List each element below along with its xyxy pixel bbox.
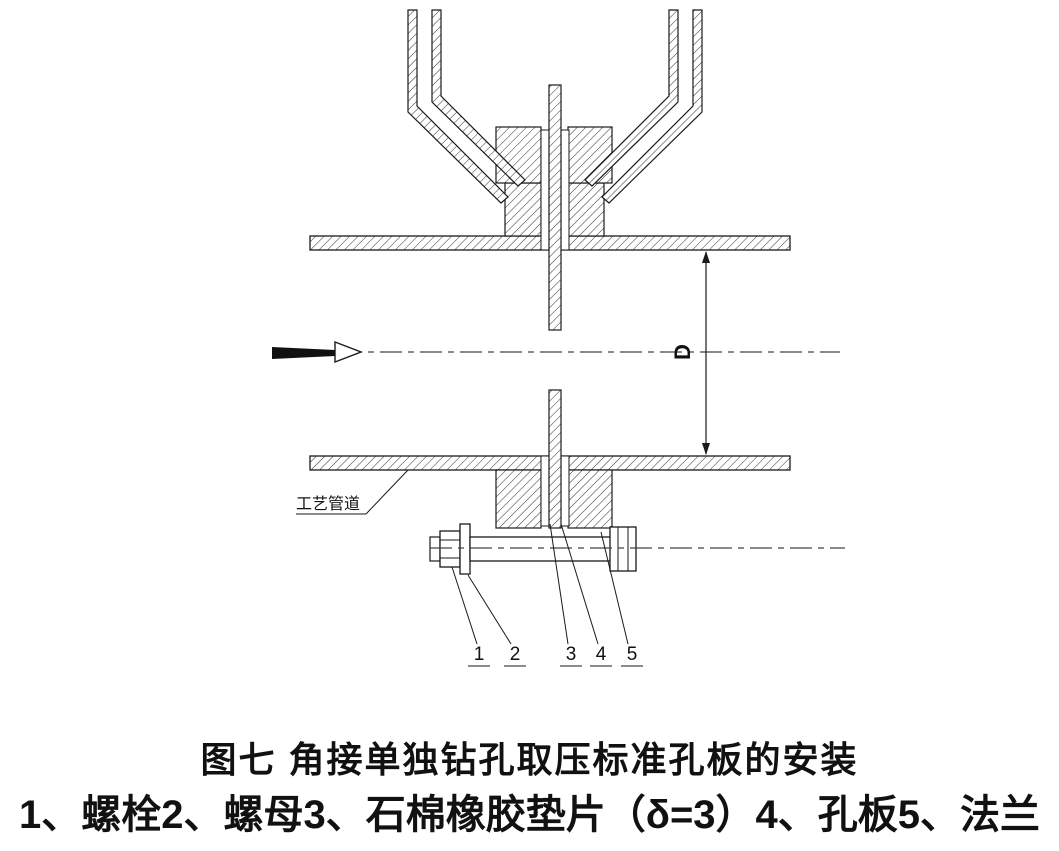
flange-neck-left xyxy=(504,182,542,237)
part-numbers: 1 2 3 4 5 xyxy=(468,644,643,667)
orifice-installation-drawing: D 工艺管道 1 2 3 4 5 xyxy=(272,9,845,667)
flow-arrow-icon xyxy=(272,340,363,364)
bolt-shank xyxy=(469,536,616,562)
part-number-4: 4 xyxy=(596,644,607,665)
part-number-5: 5 xyxy=(627,644,638,665)
dimension-label: D xyxy=(670,344,695,360)
lower-flange-right xyxy=(567,469,613,529)
bolt-head xyxy=(439,530,461,568)
dimension-D: D xyxy=(670,251,710,455)
figure-caption: 图七 角接单独钻孔取压标准孔板的安装 xyxy=(200,739,859,780)
part-number-1: 1 xyxy=(474,644,485,665)
lower-flange-left xyxy=(495,469,542,529)
parts-list: 1、螺栓2、螺母3、石棉橡胶垫片（δ=3）4、孔板5、法兰 xyxy=(18,793,1041,837)
tapping-tube-left xyxy=(407,9,526,204)
part-leaders xyxy=(451,523,629,645)
part-number-3: 3 xyxy=(566,644,577,665)
pipe-label: 工艺管道 xyxy=(296,495,360,513)
flange-neck-right xyxy=(567,182,605,237)
corner-tap-slots xyxy=(540,129,570,527)
washer xyxy=(459,523,471,575)
part-number-2: 2 xyxy=(510,644,521,665)
orifice-plate xyxy=(548,84,562,529)
nut xyxy=(609,526,637,572)
pipe-label-group: 工艺管道 xyxy=(296,469,409,515)
bolt-tip xyxy=(429,536,441,562)
bolt-assembly xyxy=(429,523,637,575)
tapping-tube-right xyxy=(584,9,703,204)
